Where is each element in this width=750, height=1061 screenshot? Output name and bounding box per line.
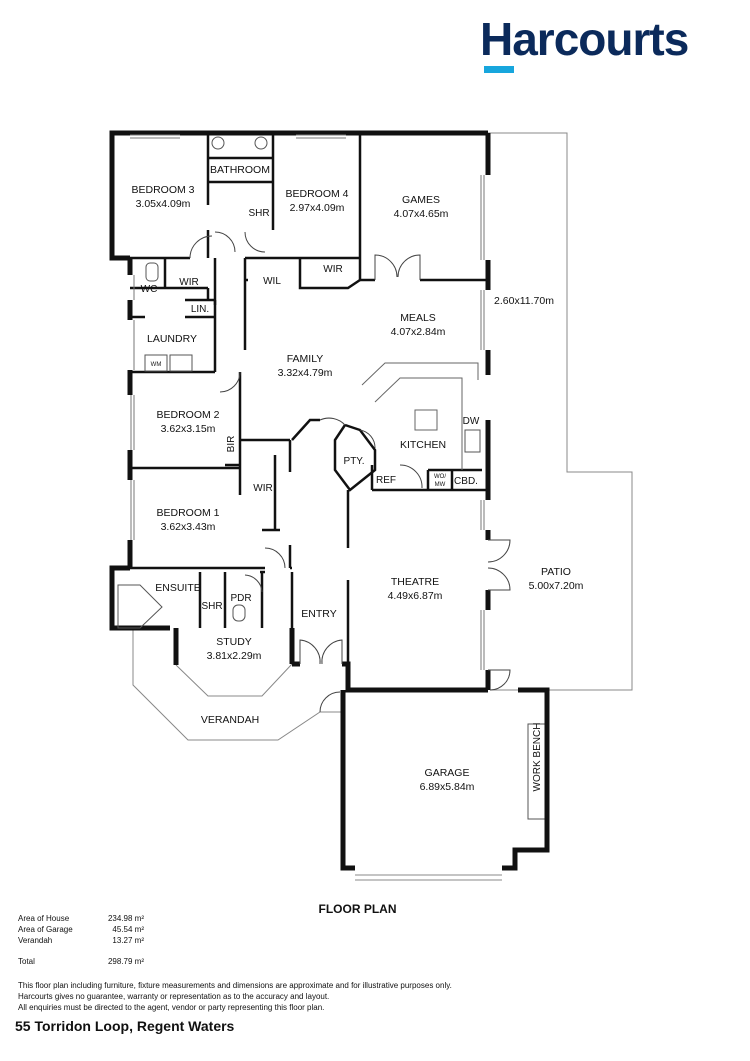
room-labels: BEDROOM 3 3.05x4.09m BATHROOM BEDROOM 4 … (131, 164, 583, 793)
bedroom4-label: BEDROOM 4 (285, 188, 348, 200)
patio-label: PATIO (541, 566, 571, 578)
total-label: Total (18, 957, 35, 966)
area-value: 45.54 m² (112, 925, 144, 934)
bedroom4-size: 2.97x4.09m (290, 202, 345, 214)
entry-label: ENTRY (301, 608, 336, 620)
study-bay-window (175, 663, 293, 697)
meals-size: 4.07x2.84m (391, 326, 446, 338)
logo-accent-bar (484, 66, 514, 73)
verandah-label: VERANDAH (201, 714, 259, 726)
games-size: 4.07x4.65m (394, 208, 449, 220)
interior-walls (130, 133, 488, 664)
area-value: 234.98 m² (107, 914, 144, 923)
outdoor-outlines (132, 132, 633, 881)
area-row-total: Total 298.79 m² (18, 956, 144, 967)
property-address: 55 Torridon Loop, Regent Waters (15, 1018, 235, 1034)
disclaimer-line: This floor plan including furniture, fix… (18, 981, 452, 990)
kitchen-label: KITCHEN (400, 439, 446, 451)
family-label: FAMILY (287, 353, 324, 365)
wir3-label: WIR (253, 483, 272, 494)
theatre-label: THEATRE (391, 576, 439, 588)
shr1-label: SHR (248, 208, 269, 219)
theatre-size: 4.49x6.87m (388, 590, 443, 602)
area-value: 13.27 m² (112, 936, 144, 945)
bedroom2-label: BEDROOM 2 (156, 409, 219, 421)
womw-label-line1: WO/ (434, 474, 446, 480)
logo-wordmark: Harcourts (480, 13, 689, 65)
area-row-garage: Area of Garage 45.54 m² (18, 924, 144, 935)
area-label: Verandah (18, 936, 53, 945)
disclaimer-line: All enquiries must be directed to the ag… (18, 1003, 325, 1012)
bir-label: BIR (226, 436, 237, 453)
wir2-label: WIR (323, 264, 342, 275)
bedroom1-size: 3.62x3.43m (161, 521, 216, 533)
area-row-verandah: Verandah 13.27 m² (18, 935, 144, 946)
pty-label: PTY. (344, 456, 365, 467)
cbd-label: CBD. (454, 476, 478, 487)
garage-label: GARAGE (425, 767, 470, 779)
wir1-label: WIR (179, 277, 198, 288)
disclaimer: This floor plan including furniture, fix… (18, 980, 578, 1013)
bedroom3-size: 3.05x4.09m (136, 198, 191, 210)
windows (130, 134, 485, 670)
alfresco-size: 2.60x11.70m (494, 295, 554, 307)
wm-label: WM (151, 362, 162, 368)
garage-size: 6.89x5.84m (420, 781, 475, 793)
wil-label: WIL (263, 276, 281, 287)
meals-label: MEALS (400, 312, 436, 324)
bedroom3-label: BEDROOM 3 (131, 184, 194, 196)
disclaimer-line: Harcourts gives no guarantee, warranty o… (18, 992, 330, 1001)
family-size: 3.32x4.79m (278, 367, 333, 379)
area-row-house: Area of House 234.98 m² (18, 913, 144, 924)
exterior-walls (109, 130, 550, 871)
games-label: GAMES (402, 194, 440, 206)
dw-label: DW (463, 416, 480, 427)
area-label: Area of Garage (18, 925, 73, 934)
door-swings (189, 231, 511, 713)
workbench-label: WORK BENCH (532, 723, 543, 792)
bathroom-label: BATHROOM (210, 164, 270, 176)
shr2-label: SHR (201, 601, 222, 612)
lin-label: LIN. (191, 304, 209, 315)
fixtures (117, 136, 481, 629)
floor-plan-title: FLOOR PLAN (318, 902, 397, 916)
area-label: Area of House (18, 914, 70, 923)
kitchen-bench (361, 362, 479, 470)
pdr-label: PDR (230, 593, 251, 604)
wc-label: WC (141, 284, 158, 295)
harcourts-logo: Harcourts (480, 13, 689, 73)
bedroom2-size: 3.62x3.15m (161, 423, 216, 435)
floor-plan: BEDROOM 3 3.05x4.09m BATHROOM BEDROOM 4 … (109, 130, 633, 881)
bedroom1-label: BEDROOM 1 (156, 507, 219, 519)
patio-size: 5.00x7.20m (529, 580, 584, 592)
laundry-label: LAUNDRY (147, 333, 197, 345)
study-size: 3.81x2.29m (207, 650, 262, 662)
ensuite-label: ENSUITE (155, 582, 201, 594)
womw-label-line2: MW (435, 482, 446, 488)
area-summary: Area of House 234.98 m² Area of Garage 4… (18, 913, 144, 967)
study-label: STUDY (216, 636, 252, 648)
ref-label: REF (376, 475, 396, 486)
total-value: 298.79 m² (107, 957, 144, 966)
